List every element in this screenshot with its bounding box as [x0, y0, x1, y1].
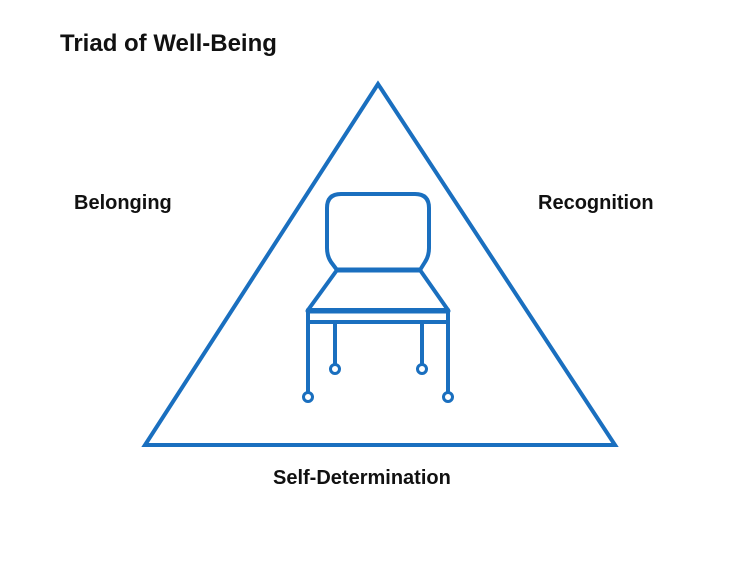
- label-recognition: Recognition: [538, 192, 654, 214]
- label-self-determination: Self-Determination: [273, 467, 451, 489]
- triangle: [141, 80, 619, 447]
- label-belonging: Belonging: [74, 192, 172, 214]
- diagram-title: Triad of Well-Being: [60, 30, 277, 57]
- chair-icon: [302, 192, 454, 403]
